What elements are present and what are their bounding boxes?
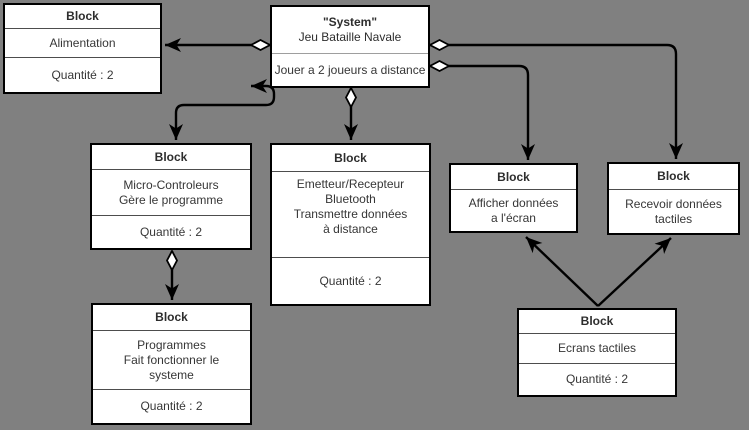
system-title-label: "System" — [322, 15, 378, 29]
connector-system-micro-controleurs — [169, 79, 276, 140]
block-quantity-label: Quantité : 2 — [519, 363, 675, 395]
connector-ecrans-recevoir — [597, 237, 672, 307]
block-header-label: Block — [155, 310, 188, 324]
block-description-label: Emetteur/Recepteur Bluetooth Transmettre… — [272, 171, 429, 257]
block-alimentation[interactable]: Block Alimentation Quantité : 2 — [3, 3, 162, 94]
connector-ecrans-afficher — [525, 236, 599, 307]
block-quantity-label: Quantité : 2 — [92, 215, 250, 248]
connector-system-recevoir — [428, 38, 683, 159]
system-title-compartment: "System" Jeu Bataille Navale — [272, 7, 428, 53]
system-operation-label: Jouer a 2 joueurs a distance — [272, 53, 428, 86]
block-header-label: Block — [334, 150, 367, 165]
block-description-label: Micro-Controleurs Gère le programme — [92, 169, 250, 215]
block-ecrans-tactiles[interactable]: Block Ecrans tactiles Quantité : 2 — [517, 308, 677, 397]
block-header-label: Block — [154, 149, 188, 164]
block-quantity-label: Quantité : 2 — [93, 389, 250, 423]
block-quantity-label: Quantité : 2 — [272, 257, 429, 304]
block-description-label: Afficher données a l'écran — [451, 189, 576, 231]
block-recevoir-donnees[interactable]: Block Recevoir données tactiles — [607, 162, 740, 235]
block-programmes[interactable]: Block Programmes Fait fonctionner le sys… — [91, 303, 252, 425]
block-description-label: Programmes Fait fonctionner le systeme — [93, 330, 250, 389]
block-header-label: Block — [657, 169, 690, 183]
block-system[interactable]: "System" Jeu Bataille Navale Jouer a 2 j… — [270, 5, 430, 88]
block-header-label: Block — [497, 169, 530, 184]
block-emetteur-recepteur[interactable]: Block Emetteur/Recepteur Bluetooth Trans… — [270, 143, 431, 306]
connector-system-afficher — [428, 59, 535, 160]
block-micro-controleurs[interactable]: Block Micro-Controleurs Gère le programm… — [90, 143, 252, 250]
block-header-label: Block — [580, 314, 614, 328]
block-header-label: Block — [66, 9, 99, 23]
system-name-label: Jeu Bataille Navale — [298, 30, 402, 44]
block-quantity-label: Quantité : 2 — [5, 57, 160, 92]
block-description-label: Recevoir données tactiles — [609, 189, 738, 233]
block-name-label: Alimentation — [5, 28, 160, 57]
block-name-label: Ecrans tactiles — [519, 333, 675, 363]
block-afficher-donnees[interactable]: Block Afficher données a l'écran — [449, 163, 578, 233]
